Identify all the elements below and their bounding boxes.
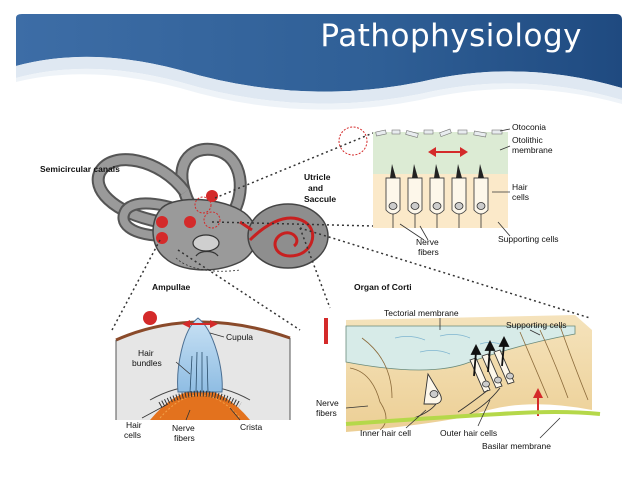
label-amp-hair-cells-1: Hair xyxy=(126,420,142,430)
diagram-labels: Semicircular canals Utricle and Saccule … xyxy=(40,122,566,451)
label-otoconia: Otoconia xyxy=(512,122,546,132)
label-saccule: Saccule xyxy=(304,194,336,204)
ampulla-highlight-dot xyxy=(143,311,157,325)
label-membrane: membrane xyxy=(512,145,553,155)
label-cells: cells xyxy=(512,192,529,202)
label-utricle: Utricle xyxy=(304,172,331,182)
label-inner-hair-cell: Inner hair cell xyxy=(360,428,411,438)
label-otolithic: Otolithic xyxy=(512,135,543,145)
label-tectorial-membrane: Tectorial membrane xyxy=(384,308,459,318)
corti-panel xyxy=(324,315,601,439)
utricle-highlight-circle xyxy=(338,126,368,156)
label-supporting-cells: Supporting cells xyxy=(498,234,558,244)
label-and: and xyxy=(308,183,323,193)
label-corti-nerve-1: Nerve xyxy=(316,398,339,408)
label-hair-bundles-2: bundles xyxy=(132,358,162,368)
label-amp-hair-cells-2: cells xyxy=(124,430,141,440)
inner-ear-labyrinth xyxy=(91,142,329,272)
label-amp-nerve-2: fibers xyxy=(174,433,195,443)
highlight-dot xyxy=(156,232,168,244)
corti-highlight-bar xyxy=(324,318,328,344)
highlight-dot xyxy=(156,216,168,228)
label-basilar-membrane: Basilar membrane xyxy=(482,441,551,451)
label-corti-supporting-cells: Supporting cells xyxy=(506,320,566,330)
label-hair: Hair xyxy=(512,182,528,192)
highlight-dot xyxy=(206,190,218,202)
slide-title: Pathophysiology xyxy=(320,18,582,54)
label-amp-nerve-1: Nerve xyxy=(172,423,195,433)
label-cupula: Cupula xyxy=(226,332,253,342)
header-banner xyxy=(16,14,622,110)
crista-panel xyxy=(115,311,291,421)
label-organ-of-corti: Organ of Corti xyxy=(354,282,412,292)
label-corti-nerve-2: fibers xyxy=(316,408,337,418)
highlight-dot xyxy=(184,216,196,228)
macula-panel xyxy=(373,128,511,241)
label-crista: Crista xyxy=(240,422,262,432)
label-fibers: fibers xyxy=(418,247,439,257)
label-hair-bundles-1: Hair xyxy=(138,348,154,358)
label-outer-hair-cells: Outer hair cells xyxy=(440,428,497,438)
connector-lines xyxy=(111,132,591,331)
label-nerve: Nerve xyxy=(416,237,439,247)
label-ampullae: Ampullae xyxy=(152,282,191,292)
label-semicircular-canals: Semicircular canals xyxy=(40,164,120,174)
